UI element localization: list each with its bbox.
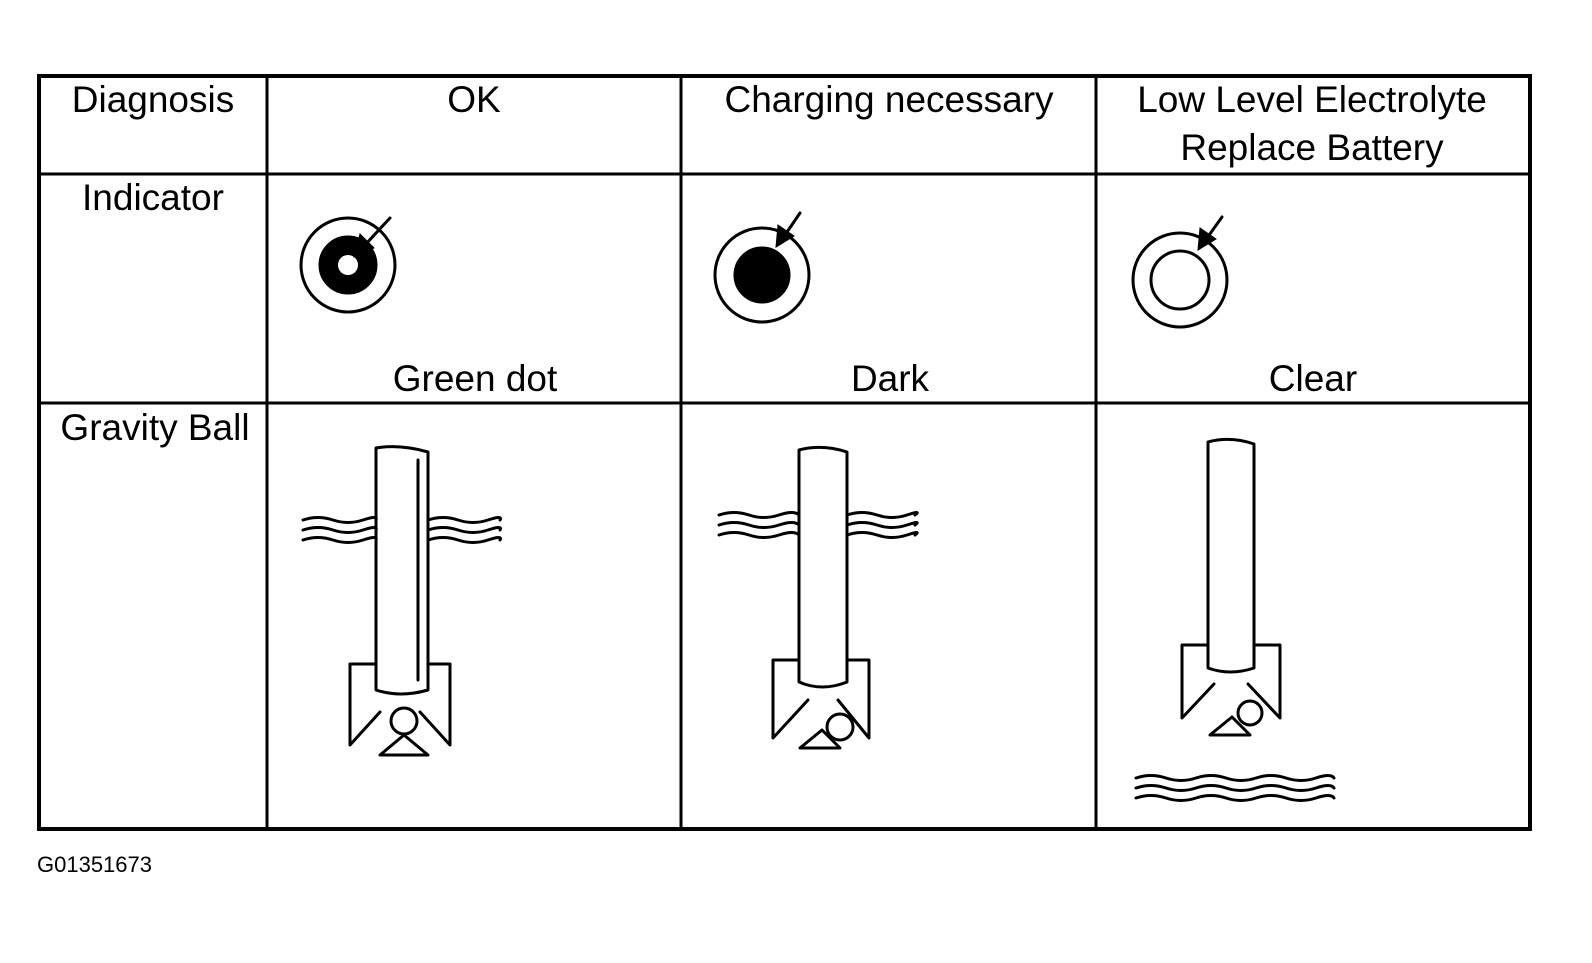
diagnosis-charging: Charging necessary [724, 79, 1054, 120]
row-header-indicator: Indicator [82, 177, 224, 218]
diagnosis-low-level-line2: Replace Battery [1180, 127, 1444, 168]
figure-id: G01351673 [37, 852, 152, 877]
clear-indicator-icon [1131, 215, 1229, 329]
table-frame [37, 74, 1532, 831]
indicator-label-dark: Dark [851, 358, 930, 399]
diagnosis-ok: OK [447, 79, 501, 120]
indicator-label-green-dot: Green dot [393, 358, 558, 399]
gravity-ball-ok-illustration [301, 445, 502, 757]
row-header-diagnosis: Diagnosis [72, 79, 234, 120]
row-header-gravity-ball: Gravity Ball [60, 407, 249, 448]
diagnosis-low-level-line1: Low Level Electrolyte [1137, 79, 1487, 120]
green-dot-indicator-icon [299, 216, 397, 314]
table-grid [37, 74, 1532, 831]
gravity-ball-low-level-illustration [1134, 437, 1336, 802]
indicator-label-clear: Clear [1269, 358, 1357, 399]
dark-indicator-icon [713, 211, 811, 324]
gravity-ball-charging-illustration [717, 445, 919, 750]
